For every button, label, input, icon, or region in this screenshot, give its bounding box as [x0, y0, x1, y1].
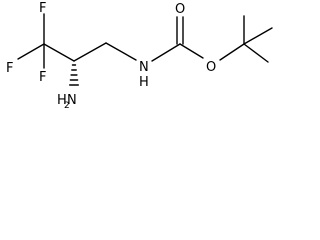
- bond-carbonyl-to-ester-o: [179, 43, 204, 59]
- bond-methylene-to-nh: [105, 42, 137, 61]
- bond-ester-o-to-tbutyl: [219, 43, 245, 61]
- molecule-structure: F F F N H O O H N 2: [6, 1, 273, 111]
- nh-nitrogen-label: N: [139, 60, 149, 75]
- amino-subscript-label: 2: [64, 101, 70, 111]
- bond-tbutyl-methyl-bottom: [243, 43, 269, 63]
- amino-nitrogen-label: N: [67, 93, 77, 108]
- bond-chiral-to-methylene: [73, 42, 107, 62]
- hashed-wedge-bond: [68, 64, 80, 86]
- fluorine-top-label: F: [39, 1, 46, 16]
- bond-cf3-to-chiral-carbon: [43, 43, 75, 62]
- structure-canvas: F F F N H O O H N 2: [0, 0, 288, 120]
- ester-oxygen-label: O: [206, 60, 216, 75]
- bond-nh-to-carbonyl: [151, 43, 181, 62]
- fluorine-bottom-label: F: [39, 70, 46, 85]
- fluorine-left-label: F: [6, 61, 13, 76]
- amino-hydrogen-label: H: [57, 93, 67, 108]
- carbonyl-oxygen-label: O: [175, 2, 185, 17]
- bond-tbutyl-methyl-right: [243, 27, 273, 45]
- nh-hydrogen-label: H: [139, 75, 149, 90]
- bond-cf3-to-f-left: [17, 43, 45, 60]
